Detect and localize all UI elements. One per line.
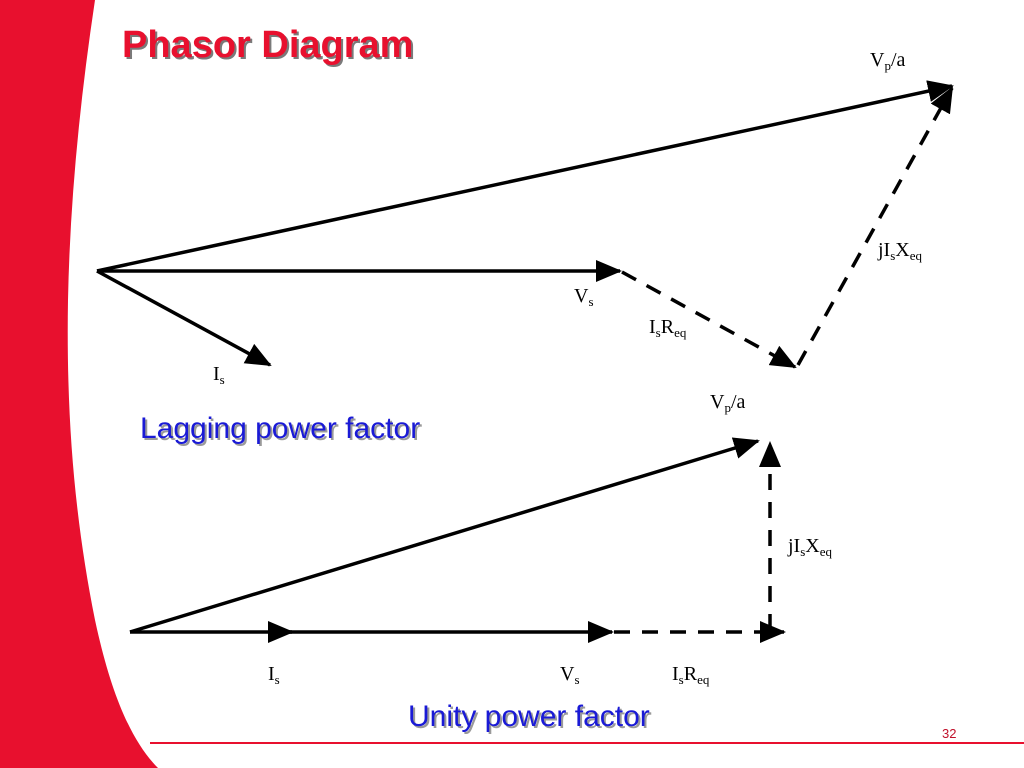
lagging-jisxeq-vector: [796, 86, 954, 366]
unity-vp-label: Vp/a: [710, 391, 746, 415]
unity-jisxeq-label: jIsXeq: [788, 535, 833, 559]
lagging-vs-label: Vs: [574, 285, 594, 309]
lagging-is-vector: [96, 269, 272, 367]
lagging-isreq-label: IsReq: [649, 316, 687, 340]
lagging-isreq-vector: [621, 270, 797, 369]
lagging-is-label: Is: [213, 363, 225, 387]
unity-vs-label: Vs: [560, 663, 580, 687]
unity-vp-vector: [129, 437, 760, 634]
lagging-caption: Lagging power factor: [140, 412, 421, 445]
unity-is-label: Is: [268, 663, 280, 687]
lagging-vp-vector: [96, 80, 954, 273]
page-number: 32: [942, 726, 957, 741]
slide-title: Phasor Diagram: [122, 24, 414, 66]
bottom-divider: [150, 742, 1024, 744]
unity-caption: Unity power factor: [408, 700, 650, 733]
lagging-jisxeq-label: jIsXeq: [878, 239, 923, 263]
lagging-vp-label: Vp/a: [870, 49, 906, 73]
unity-isreq-label: IsReq: [672, 663, 710, 687]
